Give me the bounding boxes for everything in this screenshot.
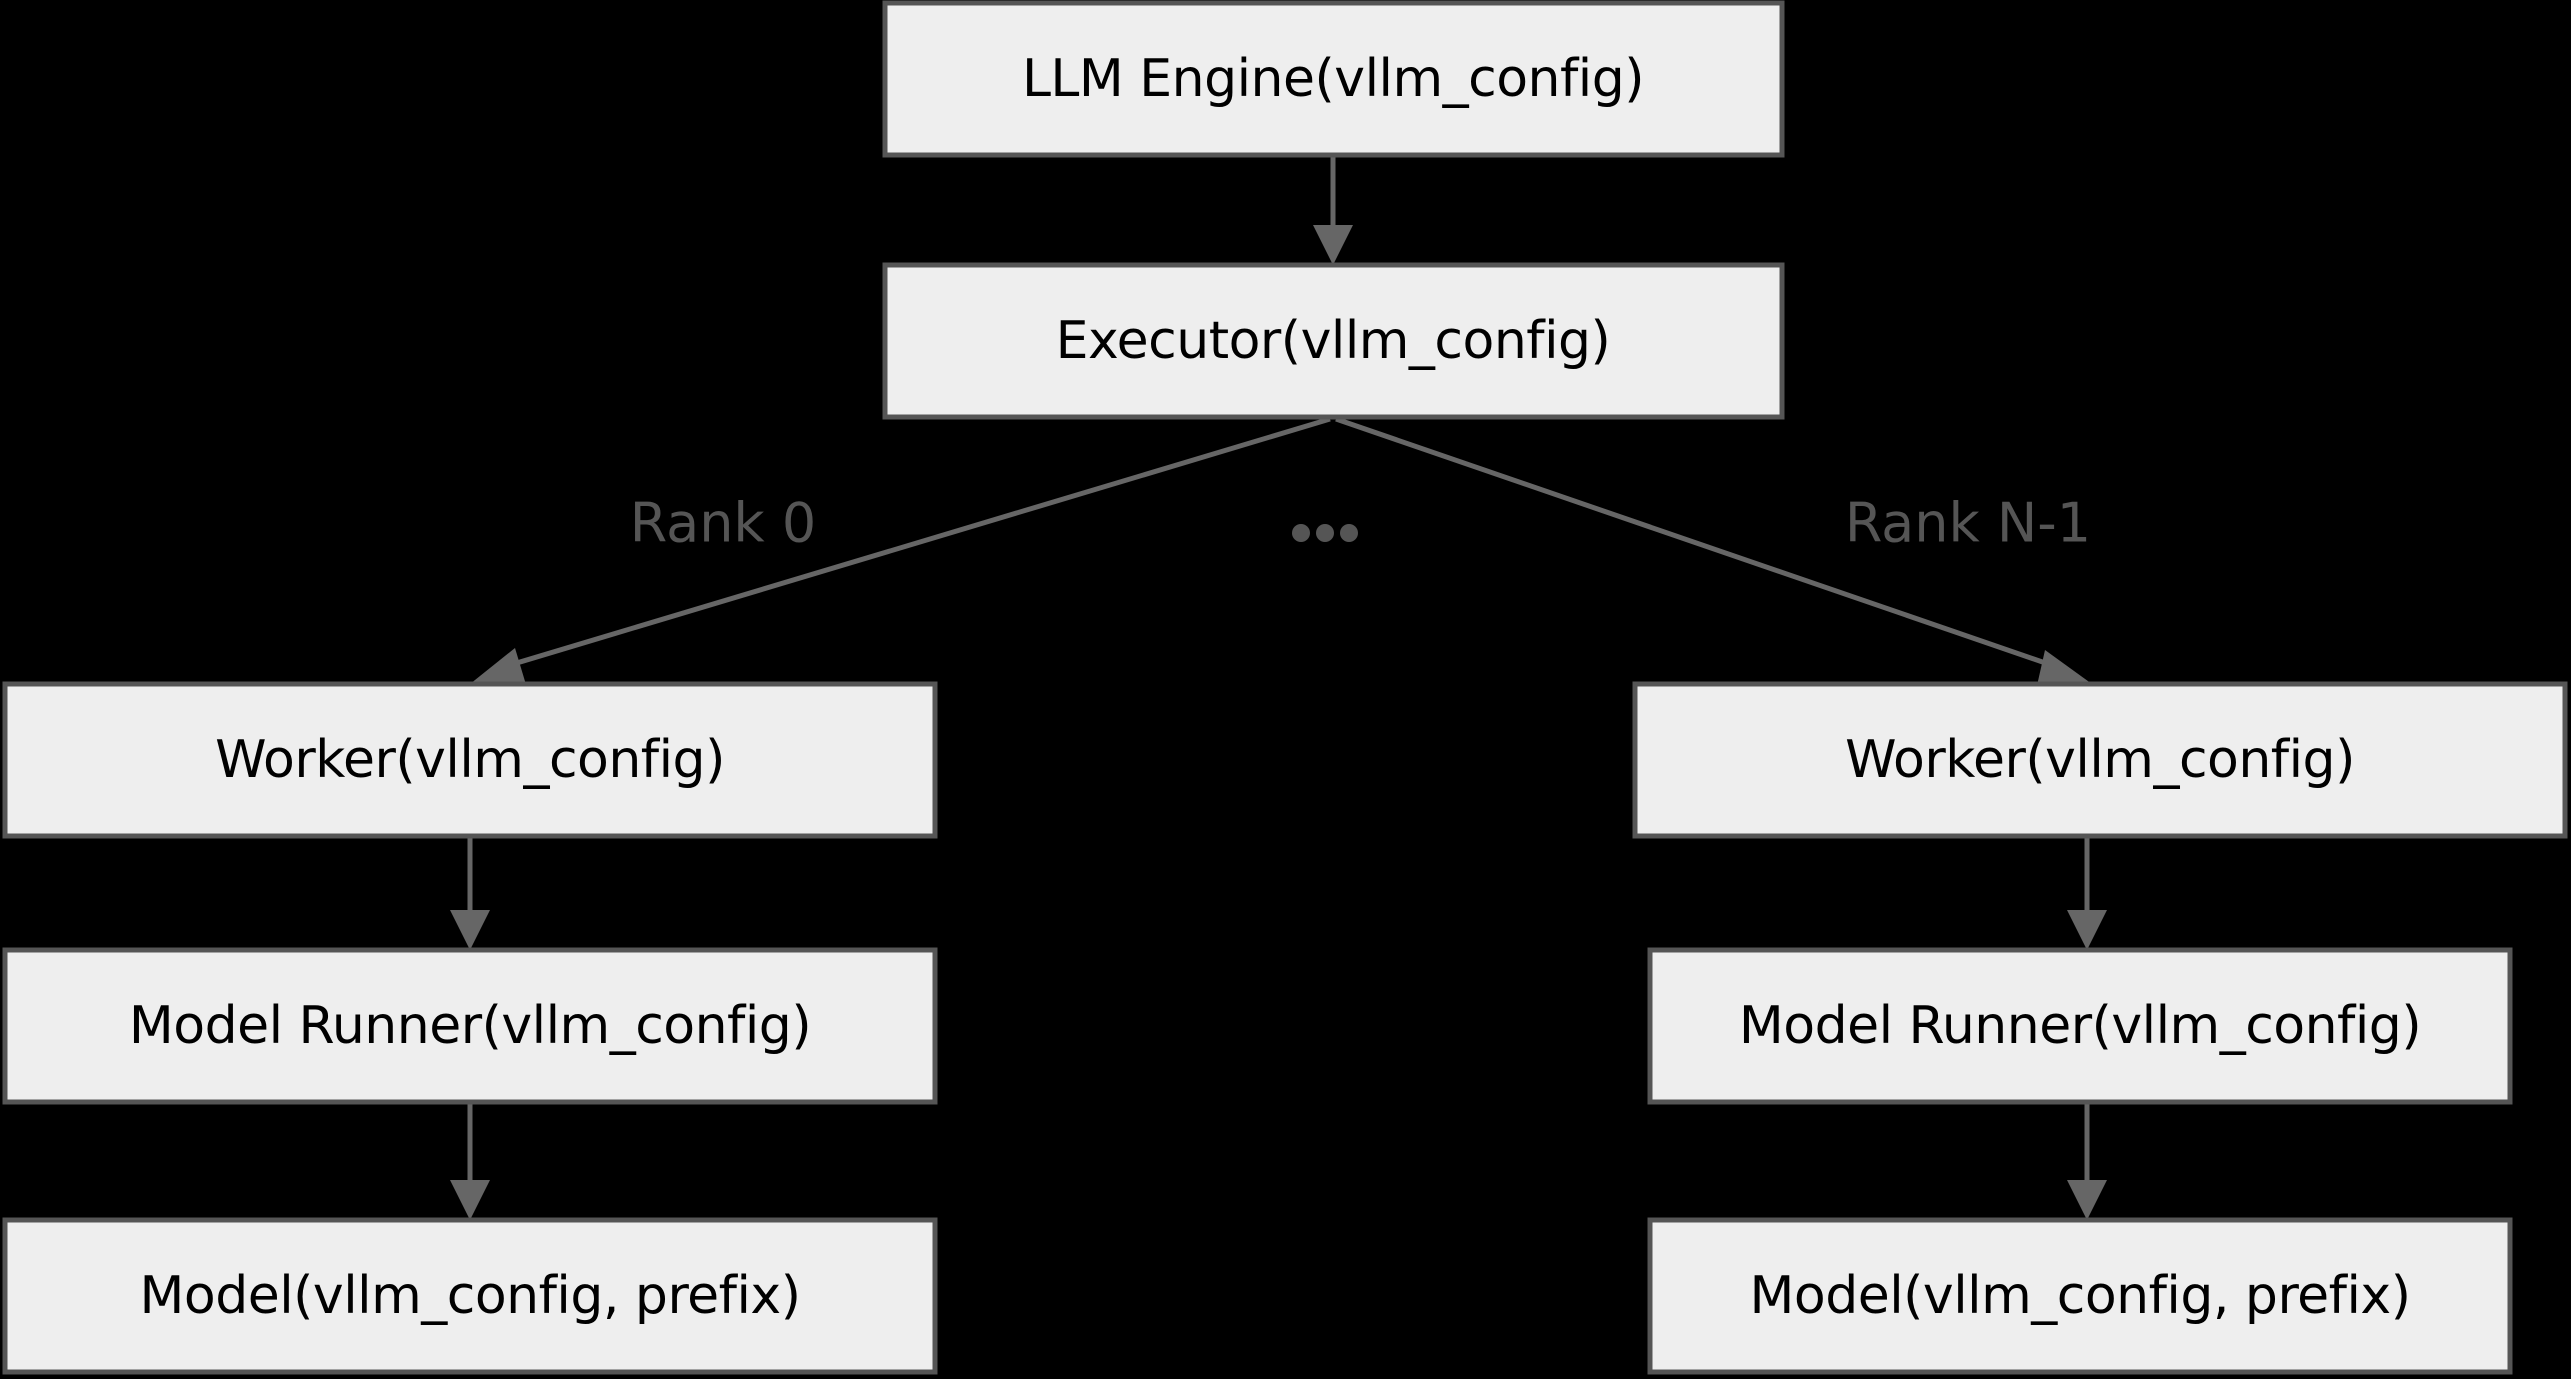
node-executor[interactable]: Executor(vllm_config) — [882, 262, 1785, 420]
ellipsis-dot-1 — [1292, 524, 1310, 542]
node-model-runner-rank0[interactable]: Model Runner(vllm_config) — [2, 947, 938, 1105]
node-worker-rank0[interactable]: Worker(vllm_config) — [2, 681, 938, 839]
ellipsis-dot-2 — [1316, 524, 1334, 542]
node-model-rank0[interactable]: Model(vllm_config, prefix) — [2, 1217, 938, 1375]
node-box-worker-rank0 — [2, 681, 938, 839]
node-label-llm-engine: LLM Engine(vllm_config) — [1022, 49, 1644, 109]
edge-runner-to-model-rank0 — [450, 1104, 490, 1220]
node-box-executor — [882, 262, 1785, 420]
node-label-executor: Executor(vllm_config) — [1056, 311, 1611, 371]
node-label-worker-rank0: Worker(vllm_config) — [215, 730, 725, 790]
ellipsis-dot-3 — [1340, 524, 1358, 542]
edge-executor-to-worker-rank0 — [470, 416, 1331, 688]
arrowhead-runner-to-model-rank0 — [450, 1180, 490, 1220]
node-box-model-runner-rank0 — [2, 947, 938, 1105]
arrowhead-runner-to-model-rankn — [2067, 1180, 2107, 1220]
node-model-rankn[interactable]: Model(vllm_config, prefix) — [1647, 1217, 2513, 1375]
edge-label-rank-n-1: Rank N-1 — [1845, 492, 2091, 555]
edge-label-rank-0: Rank 0 — [630, 492, 816, 555]
arrowhead-executor-to-worker-rank0 — [470, 648, 527, 688]
edge-line-executor-to-worker-rankn — [1335, 416, 2061, 671]
edge-engine-to-executor — [1313, 157, 1353, 265]
node-box-llm-engine — [882, 0, 1785, 158]
node-label-model-rankn: Model(vllm_config, prefix) — [1750, 1266, 2411, 1326]
edge-executor-to-worker-rankn — [1335, 416, 2092, 690]
ellipsis-icon — [1292, 524, 1358, 542]
edge-runner-to-model-rankn — [2067, 1104, 2107, 1220]
node-box-model-runner-rankn — [1647, 947, 2513, 1105]
node-worker-rankn[interactable]: Worker(vllm_config) — [1632, 681, 2568, 839]
edge-line-executor-to-worker-rank0 — [499, 416, 1331, 671]
node-box-worker-rankn — [1632, 681, 2568, 839]
node-box-model-rankn — [1647, 1217, 2513, 1375]
node-box-model-rank0 — [2, 1217, 938, 1375]
node-model-runner-rankn[interactable]: Model Runner(vllm_config) — [1647, 947, 2513, 1105]
node-label-worker-rankn: Worker(vllm_config) — [1845, 730, 2355, 790]
edge-worker-to-runner-rankn — [2067, 838, 2107, 950]
node-label-model-runner-rank0: Model Runner(vllm_config) — [129, 996, 811, 1056]
arrowhead-worker-to-runner-rank0 — [450, 910, 490, 950]
edge-worker-to-runner-rank0 — [450, 838, 490, 950]
arrowhead-executor-to-worker-rankn — [2036, 650, 2092, 690]
node-llm-engine[interactable]: LLM Engine(vllm_config) — [882, 0, 1785, 158]
arrowhead-worker-to-runner-rankn — [2067, 910, 2107, 950]
node-label-model-rank0: Model(vllm_config, prefix) — [140, 1266, 801, 1326]
node-label-model-runner-rankn: Model Runner(vllm_config) — [1739, 996, 2421, 1056]
arrowhead-engine-to-executor — [1313, 225, 1353, 265]
